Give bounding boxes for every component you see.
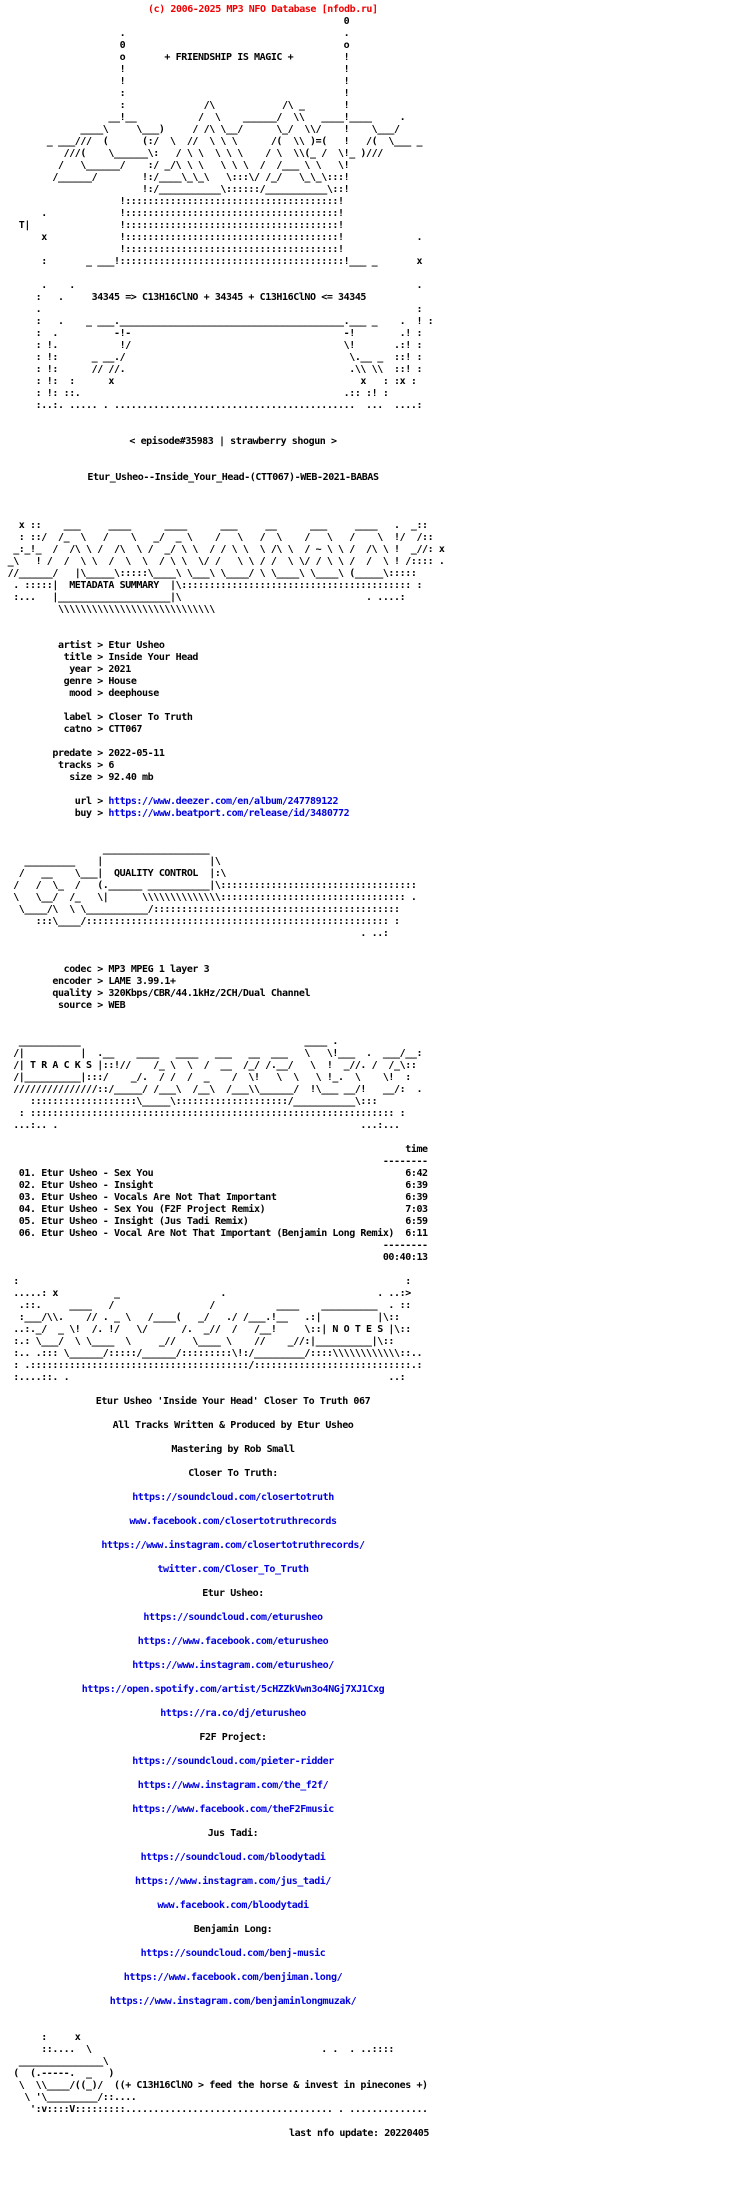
nfo-link[interactable]: https://www.deezer.com/en/album/24778912… [108,796,339,807]
nfo-link[interactable]: https://www.instagram.com/jus_tadi/ [134,1876,332,1887]
note-link-line: https://www.instagram.com/the_f2f/ [2,1780,464,1792]
note-link-line: twitter.com/Closer_To_Truth [2,1564,464,1576]
nfodb-copyright-link[interactable]: (c) 2006-2025 MP3 NFO Database [nfodb.ru… [148,4,378,15]
nfo-link[interactable]: https://soundcloud.com/bloodytadi [140,1852,326,1863]
ascii-art-horse: : x ::.... \ . . . ..:::: ______________… [13,2032,428,2115]
note-link-line: https://soundcloud.com/bloodytadi [2,1852,464,1864]
ascii-art-castle: 0 . . 0 o o + FRIENDSHIP IS MAGIC + ! [18,16,434,411]
nfo-link[interactable]: https://open.spotify.com/artist/5cHZZkVw… [81,1684,385,1695]
nfo-link[interactable]: https://www.instagram.com/eturusheo/ [132,1660,334,1671]
note-link-line: www.facebook.com/closertotruthrecords [2,1516,464,1528]
note-link-line: www.facebook.com/bloodytadi [2,1900,464,1912]
ascii-banner-tracks: ___________ ____ . /| | .__ ____ ____ __… [13,1036,423,1131]
note-text-line: Jus Tadi: [207,1828,259,1839]
nfo-link[interactable]: www.facebook.com/bloodytadi [157,1900,309,1911]
metadata-fields: artist > Etur Usheo title > Inside Your … [2,640,350,819]
note-text-line: Etur Usheo: [202,1588,264,1599]
note-text-line: Mastering by Rob Small [171,1444,295,1455]
tracklist: time -------- 01. Etur Usheo - Sex You 6… [18,1144,428,1263]
note-link-line: https://www.instagram.com/closertotruthr… [2,1540,464,1552]
episode-tag: < episode#35983 | strawberry shogun > [129,436,337,447]
nfo-link[interactable]: https://www.instagram.com/closertotruthr… [101,1540,365,1551]
last-update-line: last nfo update: 20220405 [288,2128,429,2139]
note-text-line: F2F Project: [199,1732,267,1743]
encoding-fields: codec > MP3 MPEG 1 layer 3 encoder > LAM… [2,964,311,1011]
release-dirname: Etur_Usheo--Inside_Your_Head-(CTT067)-WE… [87,472,379,483]
nfo-link[interactable]: https://www.instagram.com/the_f2f/ [137,1780,329,1791]
nfo-link[interactable]: https://www.facebook.com/eturusheo [137,1636,329,1647]
nfo-page: (c) 2006-2025 MP3 NFO Database [nfodb.ru… [2,4,464,2139]
note-link-line: https://soundcloud.com/closertotruth [2,1492,464,1504]
nfo-link[interactable]: https://soundcloud.com/eturusheo [143,1612,323,1623]
ascii-banner-quality-control: ___________________ _________ | |\ / __ … [13,844,417,939]
note-link-line: https://www.instagram.com/jus_tadi/ [2,1876,464,1888]
nfo-link[interactable]: twitter.com/Closer_To_Truth [157,1564,309,1575]
note-link-line: https://www.facebook.com/theF2Fmusic [2,1804,464,1816]
note-text-line: Benjamin Long: [193,1924,273,1935]
nfo-link[interactable]: https://www.beatport.com/release/id/3480… [108,808,350,819]
nfo-link[interactable]: https://www.facebook.com/theF2Fmusic [132,1804,334,1815]
ascii-banner-metadata-summary: x :: ___ ____ ____ ___ __ ___ ____ . _::… [7,520,445,615]
note-link-line: https://www.facebook.com/eturusheo [2,1636,464,1648]
note-link-line: https://www.instagram.com/eturusheo/ [2,1660,464,1672]
ascii-banner-notes: : : .....: x _ . . ..:> .::. ____ / / __… [13,1276,423,1383]
note-link-line: https://soundcloud.com/benj-music [2,1948,464,1960]
nfo-link[interactable]: https://soundcloud.com/benj-music [140,1948,326,1959]
nfo-link[interactable]: https://www.facebook.com/benjiman.long/ [123,1972,343,1983]
note-link-line: https://www.instagram.com/benjaminlongmu… [2,1996,464,2008]
notes-section: Etur Usheo 'Inside Your Head' Closer To … [2,1396,464,2008]
note-link-line: https://soundcloud.com/pieter-ridder [2,1756,464,1768]
note-link-line: https://soundcloud.com/eturusheo [2,1612,464,1624]
nfo-link[interactable]: https://soundcloud.com/closertotruth [132,1492,334,1503]
nfo-link[interactable]: https://soundcloud.com/pieter-ridder [132,1756,334,1767]
nfo-link[interactable]: https://www.instagram.com/benjaminlongmu… [109,1996,357,2007]
note-text-line: All Tracks Written & Produced by Etur Us… [112,1420,354,1431]
note-text-line: Etur Usheo 'Inside Your Head' Closer To … [95,1396,371,1407]
note-link-line: https://open.spotify.com/artist/5cHZZkVw… [2,1684,464,1696]
nfo-link[interactable]: www.facebook.com/closertotruthrecords [129,1516,337,1527]
note-link-line: https://ra.co/dj/eturusheo [2,1708,464,1720]
note-text-line: Closer To Truth: [188,1468,278,1479]
note-link-line: https://www.facebook.com/benjiman.long/ [2,1972,464,1984]
nfo-link[interactable]: https://ra.co/dj/eturusheo [160,1708,306,1719]
